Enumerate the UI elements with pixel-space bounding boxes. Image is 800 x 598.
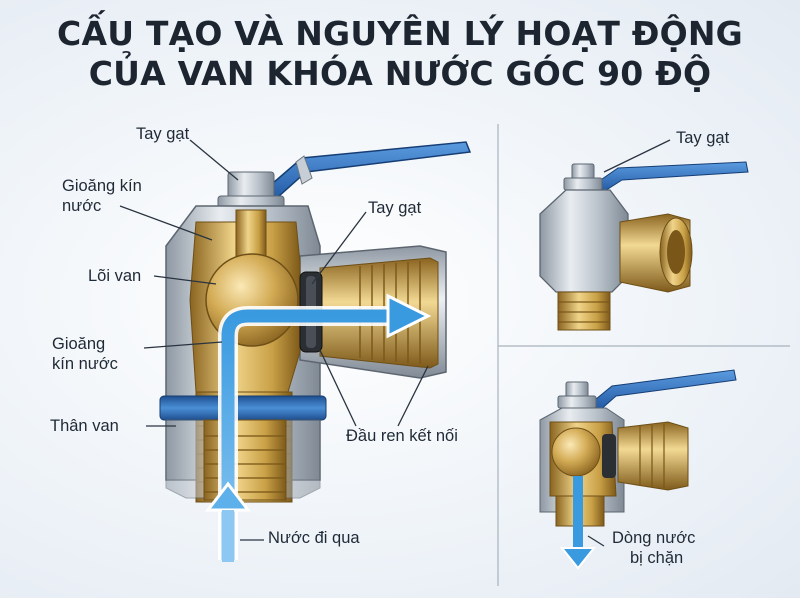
blocked-flow-arrow (573, 476, 583, 552)
label-thread: Đầu ren kết nối (346, 427, 458, 445)
label-handle-right: Tay gạt (676, 129, 730, 147)
title-line-2: CỦA VAN KHÓA NƯỚC GÓC 90 ĐỘ (88, 54, 712, 93)
label-water-in: Nước đi qua (268, 529, 360, 547)
body-blue-band (159, 395, 327, 421)
label-handle-center: Tay gạt (368, 199, 422, 217)
title-line-1: CẤU TẠO VÀ NGUYÊN LÝ HOẠT ĐỘNG (57, 14, 743, 53)
closed-handle (589, 369, 737, 413)
closed-valve (539, 369, 737, 570)
label-seal-top-1: Gioăng kín (62, 177, 142, 195)
label-body: Thân van (50, 417, 119, 435)
label-blocked-2: bị chặn (630, 549, 684, 567)
stem-nut (227, 171, 275, 199)
label-seal-top-2: nước (62, 197, 102, 215)
label-handle-left: Tay gạt (136, 125, 190, 143)
label-seal-bottom-1: Gioăng (52, 335, 106, 353)
label-seal-bottom-2: kín nước (52, 355, 118, 373)
label-core: Lõi van (88, 267, 142, 285)
valve-stem (235, 209, 267, 257)
main-handle (256, 141, 472, 205)
label-blocked-1: Dòng nước (612, 529, 696, 547)
page-title: CẤU TẠO VÀ NGUYÊN LÝ HOẠT ĐỘNG CỦA VAN K… (0, 14, 800, 94)
closed-ball (551, 427, 601, 477)
exterior-valve (539, 139, 749, 331)
main-valve (119, 139, 472, 562)
